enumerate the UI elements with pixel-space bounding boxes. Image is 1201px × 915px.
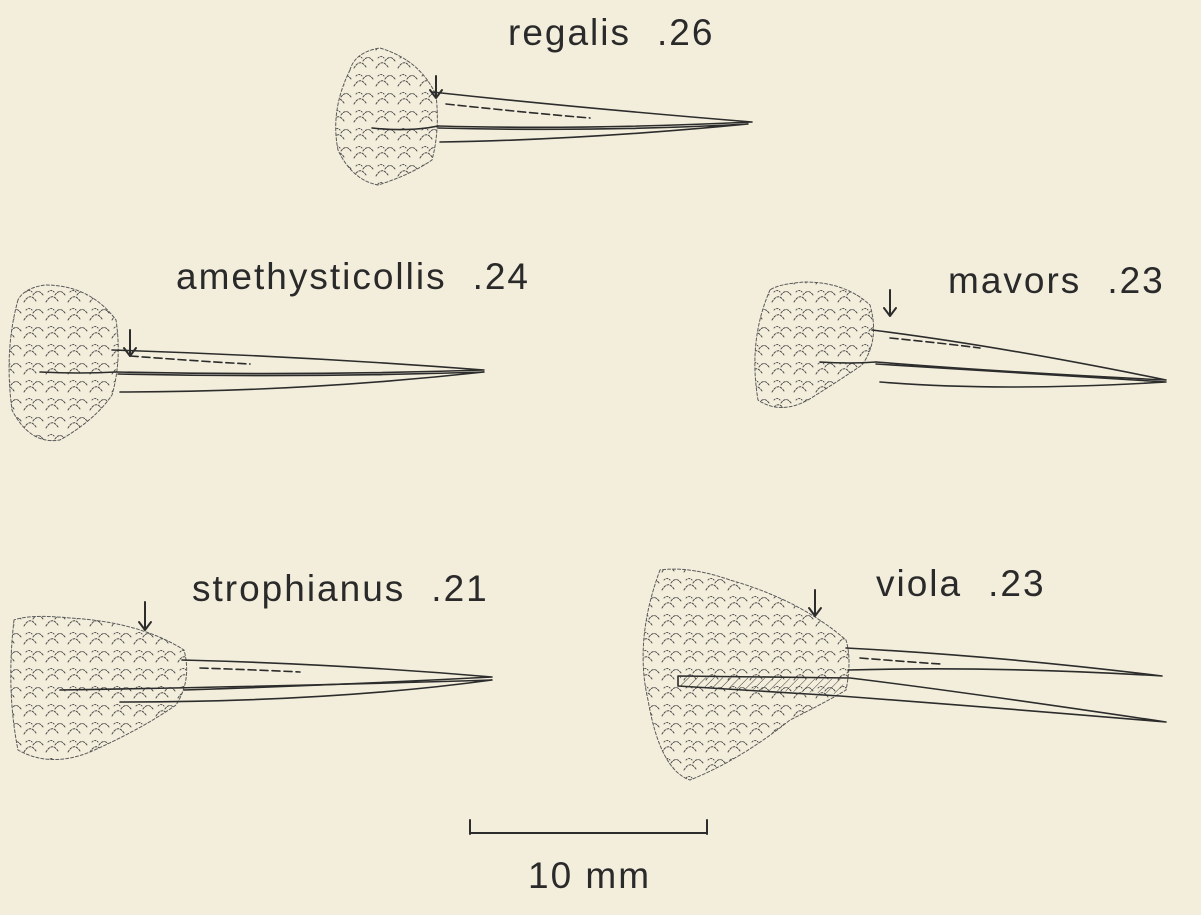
specimen-label-viola: viola.23	[876, 565, 1046, 602]
specimen-label-amethysticollis: amethysticollis.24	[176, 258, 530, 295]
specimen-label-mavors: mavors.23	[948, 262, 1165, 299]
specimen-label-regalis: regalis.26	[508, 14, 714, 51]
scale-bar	[470, 820, 707, 834]
bill-drawing-amethysticollis	[9, 285, 484, 441]
scale-bar-label: 10 mm	[528, 857, 651, 894]
specimen-label-strophianus: strophianus.21	[192, 570, 489, 607]
bill-drawing-regalis	[336, 48, 752, 185]
bill-drawing-strophianus	[11, 602, 492, 760]
